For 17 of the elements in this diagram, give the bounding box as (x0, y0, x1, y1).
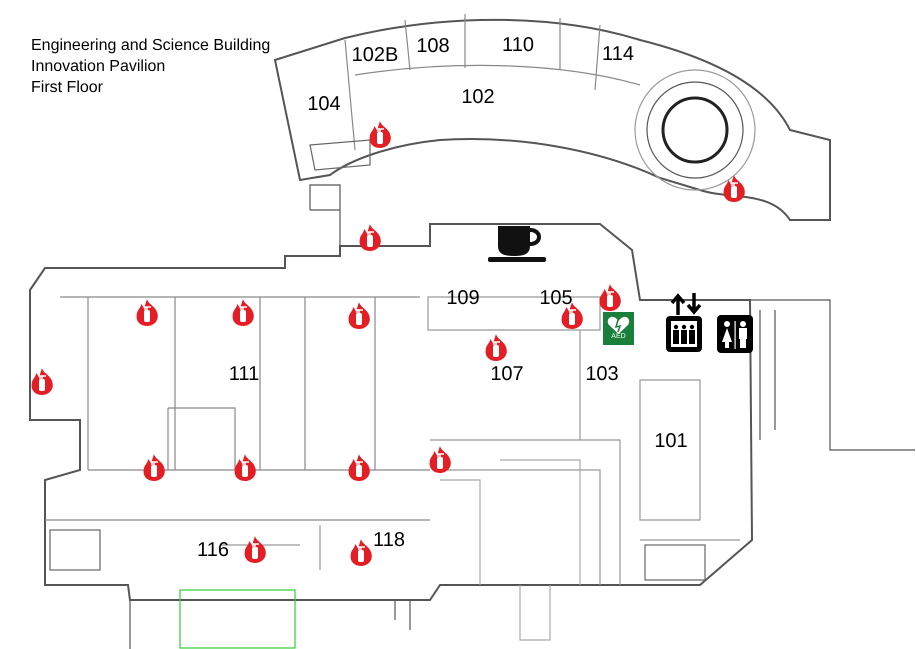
room-number: 108 (416, 36, 450, 56)
room-number: 103 (585, 364, 619, 384)
room-number: 109 (446, 288, 480, 308)
room-number: 102 (461, 87, 495, 107)
room-number: 114 (602, 44, 634, 64)
room-number: 107 (490, 364, 524, 384)
room-number: 102B (352, 45, 398, 65)
building-title: Engineering and Science Building (31, 36, 270, 56)
room-number: 105 (539, 288, 573, 308)
room-number: 116 (197, 540, 229, 560)
room-number: 111 (228, 364, 260, 384)
room-number: 118 (373, 530, 405, 550)
subtitle: Innovation Pavilion (31, 57, 166, 77)
room-number: 110 (502, 35, 534, 55)
room-number: 101 (654, 431, 688, 451)
room-number: 104 (307, 94, 341, 114)
floor-label: First Floor (31, 78, 104, 98)
